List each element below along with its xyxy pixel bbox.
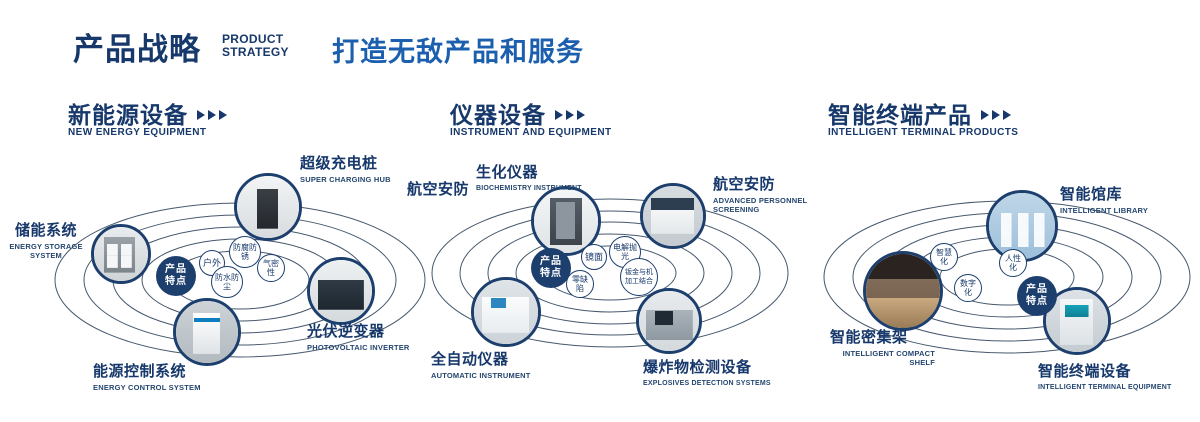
badge-line1: 产品 bbox=[165, 264, 187, 275]
label-screening-en: ADVANCED PERSONNEL SCREENING bbox=[713, 196, 808, 214]
label-automatic-en: AUTOMATIC INSTRUMENT bbox=[431, 371, 531, 380]
badge-line1: 产品 bbox=[540, 256, 562, 267]
label-explosives-en: EXPLOSIVES DETECTION SYSTEMS bbox=[643, 380, 771, 387]
label-shelf-en: INTELLIGENT COMPACT SHELF bbox=[842, 349, 935, 367]
feature-bubble-humanized: 人性化 bbox=[999, 249, 1027, 277]
feature-bubble-smart: 智慧化 bbox=[930, 243, 958, 271]
product-circle-energy-storage bbox=[91, 224, 151, 284]
page-title-english: PRODUCT STRATEGY bbox=[222, 33, 289, 59]
page-title: 产品战略 bbox=[73, 32, 201, 67]
feature-bubble-zero-defect: 零缺陷 bbox=[566, 270, 594, 298]
product-circle-biochem bbox=[531, 186, 601, 256]
badge-line2: 特点 bbox=[540, 268, 562, 279]
charging-hub-photo bbox=[237, 176, 299, 238]
personnel-screening-photo bbox=[643, 186, 703, 246]
badge-line2: 特点 bbox=[165, 276, 187, 287]
product-circle-automatic bbox=[471, 277, 541, 347]
section-title-instrument-cn: 仪器设备 bbox=[450, 102, 546, 128]
label-screening-cn: 航空安防 bbox=[713, 176, 776, 193]
label-automatic: 全自动仪器 AUTOMATIC INSTRUMENT bbox=[431, 348, 531, 380]
automatic-instrument-photo bbox=[474, 280, 538, 344]
page-title-en-line1: PRODUCT bbox=[222, 32, 284, 46]
page-slogan: 打造无敌产品和服务 bbox=[332, 37, 584, 67]
label-charging-hub-en: SUPER CHARGING HUB bbox=[300, 175, 391, 184]
feature-bubble-waterproof: 防水防尘 bbox=[211, 266, 243, 298]
product-circle-explosives bbox=[636, 288, 702, 354]
triple-arrow-icon bbox=[197, 109, 227, 120]
section-title-terminal: 智能终端产品 bbox=[828, 96, 1011, 130]
section-subtitle-terminal: INTELLIGENT TERMINAL PRODUCTS bbox=[828, 127, 1019, 138]
label-library-cn: 智能馆库 bbox=[1060, 186, 1123, 203]
badge-line2: 特点 bbox=[1026, 296, 1048, 307]
feature-bubble-mirror: 镜面 bbox=[581, 244, 607, 270]
pv-inverter-photo bbox=[310, 260, 372, 322]
label-shelf: 智能密集架 INTELLIGENT COMPACT SHELF bbox=[830, 326, 935, 367]
energy-storage-photo bbox=[94, 227, 148, 281]
section-subtitle-energy: NEW ENERGY EQUIPMENT bbox=[68, 127, 207, 138]
explosives-detection-photo bbox=[639, 291, 699, 351]
triple-arrow-icon bbox=[555, 109, 585, 120]
product-circle-shelf bbox=[863, 251, 943, 331]
section-title-terminal-cn: 智能终端产品 bbox=[828, 102, 972, 128]
label-library: 智能馆库 INTELLIGENT LIBRARY bbox=[1060, 183, 1148, 215]
label-aviation-security-left-cn: 航空安防 bbox=[407, 181, 470, 198]
label-energy-control-en: ENERGY CONTROL SYSTEM bbox=[93, 383, 201, 392]
label-explosives: 爆炸物检测设备 EXPLOSIVES DETECTION SYSTEMS bbox=[643, 356, 771, 388]
label-biochem-en: BIOCHEMISTRY INSTRUMENT bbox=[476, 185, 582, 192]
label-pv-inverter-cn: 光伏逆变器 bbox=[307, 323, 385, 340]
label-kiosk-cn: 智能终端设备 bbox=[1038, 363, 1132, 380]
product-features-badge-energy: 产品 特点 bbox=[156, 256, 196, 296]
biochem-instrument-photo bbox=[534, 189, 598, 253]
badge-line1: 产品 bbox=[1026, 284, 1048, 295]
intelligent-library-photo bbox=[989, 193, 1055, 259]
label-screening: 航空安防 ADVANCED PERSONNEL SCREENING bbox=[713, 173, 825, 214]
product-features-badge-instrument: 产品 特点 bbox=[531, 248, 571, 288]
label-energy-storage-cn: 储能系统 bbox=[14, 222, 77, 239]
product-circle-energy-control bbox=[173, 298, 241, 366]
product-circle-library bbox=[986, 190, 1058, 262]
label-aviation-security-left: 航空安防 bbox=[407, 178, 469, 199]
label-charging-hub: 超级充电桩 SUPER CHARGING HUB bbox=[300, 152, 391, 184]
feature-bubble-airtight: 气密性 bbox=[257, 254, 285, 282]
label-library-en: INTELLIGENT LIBRARY bbox=[1060, 206, 1149, 215]
page-title-en-line2: STRATEGY bbox=[222, 45, 289, 59]
label-energy-control-cn: 能源控制系统 bbox=[93, 363, 187, 380]
feature-bubble-digital: 数字化 bbox=[954, 274, 982, 302]
feature-bubble-sheetmetal: 钣金与机加工结合 bbox=[620, 258, 658, 296]
label-energy-control: 能源控制系统 ENERGY CONTROL SYSTEM bbox=[93, 360, 201, 392]
label-explosives-cn: 爆炸物检测设备 bbox=[643, 359, 752, 376]
energy-control-photo bbox=[176, 301, 238, 363]
label-charging-hub-cn: 超级充电桩 bbox=[300, 155, 378, 172]
triple-arrow-icon bbox=[981, 109, 1011, 120]
label-energy-storage-en: ENERGY STORAGE SYSTEM bbox=[9, 242, 83, 260]
product-circle-screening bbox=[640, 183, 706, 249]
section-subtitle-instrument: INSTRUMENT AND EQUIPMENT bbox=[450, 127, 612, 138]
label-automatic-cn: 全自动仪器 bbox=[431, 351, 509, 368]
product-circle-pv-inverter bbox=[307, 257, 375, 325]
section-title-energy: 新能源设备 bbox=[68, 96, 227, 130]
section-title-instrument: 仪器设备 bbox=[450, 96, 585, 130]
label-pv-inverter-en: PHOTOVOLTAIC INVERTER bbox=[307, 343, 410, 352]
label-shelf-cn: 智能密集架 bbox=[830, 329, 908, 346]
label-pv-inverter: 光伏逆变器 PHOTOVOLTAIC INVERTER bbox=[307, 320, 410, 352]
label-biochem-cn: 生化仪器 bbox=[476, 164, 539, 181]
section-title-energy-cn: 新能源设备 bbox=[68, 102, 188, 128]
label-kiosk-en: INTELLIGENT TERMINAL EQUIPMENT bbox=[1038, 384, 1172, 391]
label-biochem: 生化仪器 BIOCHEMISTRY INSTRUMENT bbox=[476, 161, 582, 193]
product-features-badge-terminal: 产品 特点 bbox=[1017, 276, 1057, 316]
compact-shelf-photo bbox=[866, 254, 940, 328]
feature-bubble-anticorrosion: 防腐防锈 bbox=[229, 236, 261, 268]
label-kiosk: 智能终端设备 INTELLIGENT TERMINAL EQUIPMENT bbox=[1038, 360, 1171, 392]
product-circle-charging-hub bbox=[234, 173, 302, 241]
label-energy-storage: 储能系统 ENERGY STORAGE SYSTEM bbox=[2, 219, 90, 260]
